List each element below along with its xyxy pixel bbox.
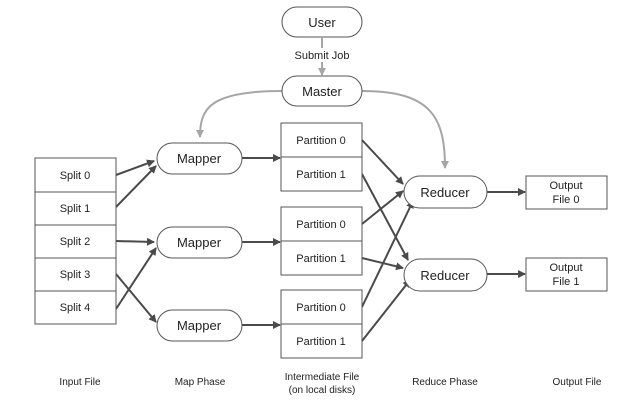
partition-1-label: Partition 1: [296, 169, 346, 181]
partition-group-3: Partition 0 Partition 1: [280, 289, 363, 359]
edge-split0-to-mapper1: [115, 159, 155, 176]
edge-split1-to-mapper1: [115, 165, 157, 208]
split-label-0: Split 0: [60, 170, 91, 182]
split-label-2: Split 2: [60, 236, 91, 248]
output-1-line1: Output: [549, 262, 582, 274]
mapper-label-1: Mapper: [177, 151, 222, 166]
partition-1-label: Partition 1: [296, 253, 346, 265]
mapper-node-3: Mapper: [156, 309, 243, 342]
partition-group-1: Partition 0 Partition 1: [280, 122, 363, 192]
output-1-line2: File 1: [553, 276, 580, 288]
split-box-4: [34, 290, 117, 325]
mapper-label-3: Mapper: [177, 318, 222, 333]
edge-split2-to-mapper2: [115, 237, 155, 246]
edge-split4-to-mapper2: [115, 247, 157, 310]
mapper-node-2: Mapper: [156, 226, 243, 259]
master-node: Master: [281, 75, 363, 107]
partition-0-label: Partition 0: [296, 135, 346, 147]
partition-box: [280, 156, 363, 192]
user-label: User: [308, 15, 336, 30]
submit-job-label: Submit Job: [294, 50, 349, 62]
edge-g2p0-to-reducer1: [361, 190, 404, 225]
partition-box: [280, 122, 363, 158]
edge-split3-to-mapper3: [115, 273, 157, 323]
mapper-label-2: Mapper: [177, 235, 222, 250]
caption-on-local-disks: (on local disks): [289, 385, 356, 396]
partition-group-2: Partition 0 Partition 1: [280, 206, 363, 276]
master-label: Master: [302, 84, 342, 99]
output-file-1: Output File 1: [525, 257, 608, 292]
partition-0-label: Partition 0: [296, 302, 346, 314]
reducer-label-1: Reducer: [420, 185, 470, 200]
reducer-node-1: Reducer: [403, 175, 488, 209]
partition-box: [280, 206, 363, 242]
output-0-line2: File 0: [553, 194, 580, 206]
user-node: User: [281, 6, 363, 38]
split-label-1: Split 1: [60, 203, 91, 215]
input-file-stack: Split 0 Split 1 Split 2 Split 3 Split 4: [34, 157, 117, 325]
mapper-node-1: Mapper: [156, 142, 243, 175]
edge-g3p0-to-reducer1: [361, 200, 414, 308]
reducer-label-2: Reducer: [420, 268, 470, 283]
caption-reduce-phase: Reduce Phase: [412, 377, 478, 388]
control-edges: [196, 38, 449, 169]
split-box-1: [34, 191, 117, 226]
edge-master-to-mapper: [196, 90, 283, 138]
data-edges: [115, 139, 526, 342]
partition-box: [280, 323, 363, 359]
reducer-node-2: Reducer: [403, 258, 488, 292]
edge-master-to-reducer: [361, 90, 449, 169]
caption-map-phase: Map Phase: [175, 377, 226, 388]
partition-box: [280, 240, 363, 276]
caption-input-file: Input File: [59, 377, 101, 388]
edge-g3p1-to-reducer2: [361, 279, 411, 342]
caption-intermediate-file: Intermediate File: [285, 372, 360, 383]
partition-box: [280, 289, 363, 325]
split-label-3: Split 3: [60, 269, 91, 281]
partition-1-label: Partition 1: [296, 336, 346, 348]
caption-output-file: Output File: [553, 377, 602, 388]
edge-g1p0-to-reducer1: [361, 139, 404, 185]
output-file-0: Output File 0: [525, 175, 608, 210]
split-label-4: Split 4: [60, 302, 91, 314]
output-0-line1: Output: [549, 180, 582, 192]
partition-0-label: Partition 0: [296, 219, 346, 231]
phase-captions: Input File Map Phase Intermediate File (…: [59, 372, 601, 396]
split-box-3: [34, 257, 117, 292]
edge-g1p1-to-reducer2: [361, 173, 409, 261]
